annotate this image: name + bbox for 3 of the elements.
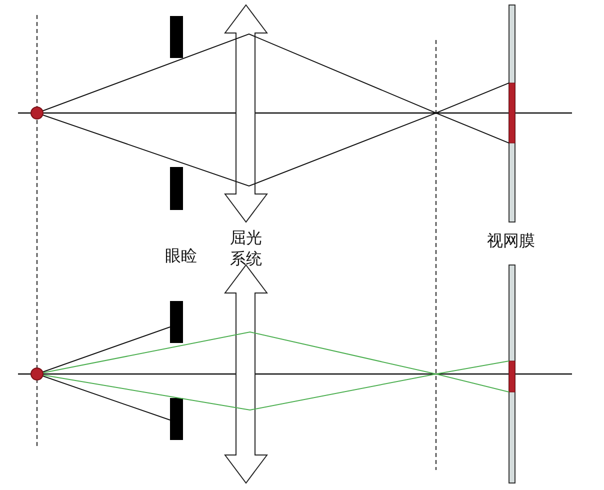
refractive-system-label: 屈光系统	[229, 227, 263, 269]
eyelid-label: 眼睑	[164, 245, 198, 266]
retina-label: 视网膜	[486, 230, 536, 251]
